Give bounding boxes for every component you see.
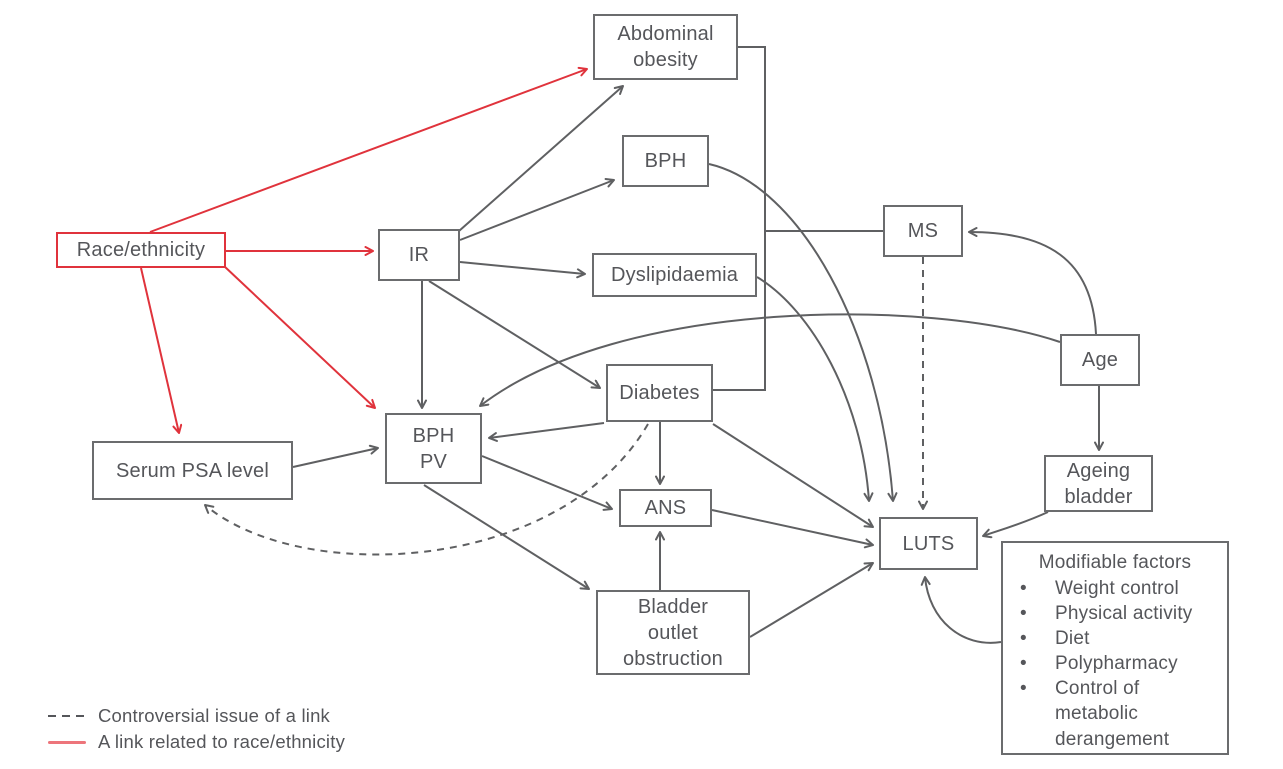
node-bph: BPH [622, 135, 709, 187]
node-ms: MS [883, 205, 963, 257]
node-bph-pv-label: BPH PV [412, 424, 455, 473]
node-luts-label: LUTS [902, 532, 955, 555]
list-item: Physical activity [1013, 601, 1217, 626]
edge-diabetes-bph-pv [488, 422, 605, 442]
node-diabetes-label: Diabetes [619, 382, 700, 404]
node-ans: ANS [619, 489, 712, 527]
node-dyslipidaemia: Dyslipidaemia [592, 253, 757, 297]
node-abdominal-obesity-label: Abdominal obesity [617, 23, 714, 71]
edge-ir-dyslipidaemia [459, 261, 586, 279]
legend-row-controversial: Controversial issue of a link [48, 705, 345, 727]
edge-ir-bph [459, 177, 615, 241]
edge-serum-psa-bph-pv [292, 444, 379, 468]
edge-race-serum-psa [140, 267, 183, 434]
node-age-label: Age [1081, 349, 1119, 371]
edge-age-ms-curve [968, 227, 1097, 335]
node-ir: IR [378, 229, 460, 281]
edge-ageing-bladder-luts [982, 511, 1049, 539]
node-ir-label: IR [408, 244, 430, 266]
list-item: Weight control [1013, 576, 1217, 601]
node-race-ethnicity-label: Race/ethnicity [76, 239, 206, 261]
red-line-sample [48, 740, 86, 744]
node-serum-psa-level-label: Serum PSA level [115, 459, 270, 482]
edge-diabetes-serum-psa-dashed [204, 423, 649, 556]
node-ans-label: ANS [644, 497, 687, 519]
legend-row-race-link: A link related to race/ethnicity [48, 731, 345, 753]
node-ageing-bladder-label: Ageing bladder [1064, 459, 1133, 508]
modifiable-factors-box: Modifiable factors Weight control Physic… [1001, 541, 1229, 755]
node-abdominal-obesity: Abdominal obesity [593, 14, 738, 80]
edge-bladder-outlet-luts [749, 562, 874, 638]
edge-bph-pv-bladder-outlet [423, 484, 590, 590]
node-diabetes: Diabetes [606, 364, 713, 422]
node-race-ethnicity: Race/ethnicity [56, 232, 226, 268]
edge-bph-pv-ans [481, 455, 613, 511]
list-item: Control of metabolic derangement [1013, 676, 1217, 751]
node-ms-label: MS [907, 220, 939, 242]
legend-controversial-label: Controversial issue of a link [98, 705, 331, 726]
edge-ans-luts [711, 509, 874, 549]
edge-diabetes-luts [712, 423, 874, 528]
node-dyslipidaemia-label: Dyslipidaemia [610, 264, 739, 286]
node-bladder-outlet-obstruction-label: Bladder outlet obstruction [622, 595, 724, 670]
dashed-line-sample [48, 714, 86, 718]
list-item: Diet [1013, 626, 1217, 651]
edge-race-abdominal-obesity [149, 66, 588, 233]
edge-dyslipidaemia-luts-curve [756, 276, 874, 502]
edge-race-bph-pv [223, 265, 376, 409]
edge-age-bph-pv-curve [479, 313, 1061, 407]
modifiable-factors-list: Weight control Physical activity Diet Po… [1013, 576, 1217, 752]
legend-race-link-label: A link related to race/ethnicity [98, 731, 346, 752]
edge-bph-luts-curve [708, 163, 898, 502]
edge-ir-diabetes [428, 280, 601, 389]
node-age: Age [1060, 334, 1140, 386]
edge-components-ms-bus [713, 46, 766, 391]
edge-modifiable-factors-luts [920, 576, 1002, 644]
node-bph-pv: BPH PV [385, 413, 482, 484]
node-ageing-bladder: Ageing bladder [1044, 455, 1153, 512]
node-luts: LUTS [879, 517, 978, 570]
legend: Controversial issue of a link A link rel… [48, 705, 345, 753]
edge-ir-abdominal-obesity [458, 85, 624, 232]
node-serum-psa-level: Serum PSA level [92, 441, 293, 500]
list-item: Polypharmacy [1013, 651, 1217, 676]
modifiable-factors-title: Modifiable factors [1038, 552, 1192, 573]
node-bladder-outlet-obstruction: Bladder outlet obstruction [596, 590, 750, 675]
node-bph-label: BPH [644, 150, 687, 172]
